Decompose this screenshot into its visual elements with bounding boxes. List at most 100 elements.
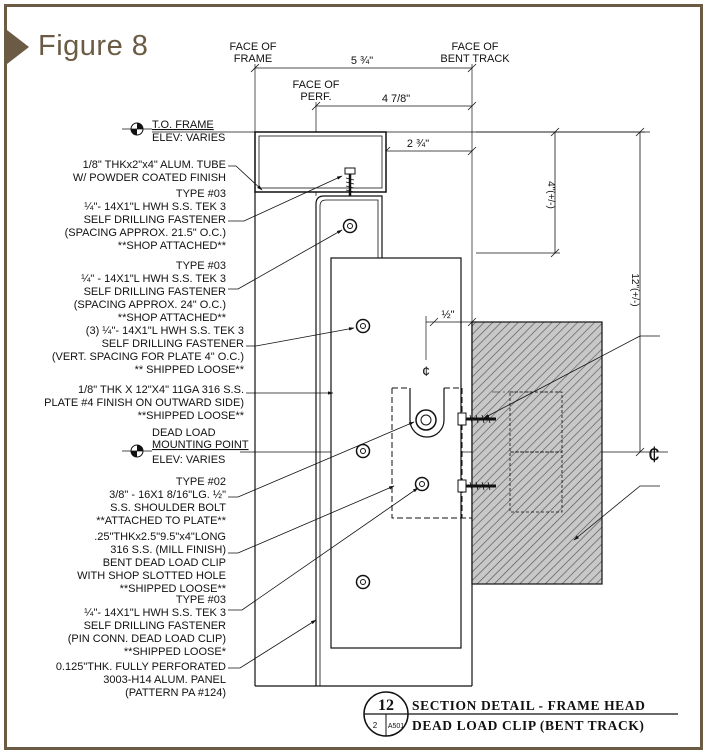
- note-8-line-3: SELF DRILLING FASTENER: [84, 620, 226, 632]
- centerline-symbol-bolt: ¢: [422, 363, 430, 379]
- note-2: TYPE #03 ¼"- 14X1"L HWH S.S. TEK 3 SELF …: [65, 188, 227, 252]
- to-frame-elevation-marker: [122, 122, 152, 136]
- fastener-3: [355, 443, 371, 459]
- note-6-line-1: TYPE #02: [176, 476, 226, 488]
- note-6: TYPE #02 3/8" - 16X1 8/16"LG. ½" S.S. SH…: [96, 476, 227, 527]
- figure-tab-marker: [7, 30, 29, 64]
- leader-lines: [228, 165, 660, 669]
- dimension-half-inch: [425, 316, 477, 360]
- face-of-frame-label-1: FACE OF: [229, 41, 276, 53]
- fastener-4: [355, 574, 371, 590]
- dimension-4-vertical: [476, 127, 560, 258]
- dimension-half-inch-text: ½": [441, 309, 454, 321]
- note-4-line-4: ** SHIPPED LOOSE**: [135, 364, 245, 376]
- leader-panel: [228, 619, 317, 669]
- horizontal-screws: [457, 412, 496, 493]
- note-6-line-2: 3/8" - 16X1 8/16"LG. ½": [109, 489, 226, 501]
- leader-screw-top: [228, 175, 343, 222]
- note-3-line-5: **SHOP ATTACHED**: [118, 312, 227, 324]
- note-7-line-1: .25"THKx2.5"9.5"x4"LONG: [94, 531, 226, 543]
- leader-tube: [228, 165, 263, 191]
- leader-horizontal-screw: [483, 335, 660, 419]
- note-4-line-3: (VERT. SPACING FOR PLATE 4" O.C.): [52, 351, 244, 363]
- tek-screw-top: [344, 167, 356, 196]
- dimension-2-3-4-text: 2 ¾": [407, 138, 429, 150]
- title-line-1: SECTION DETAIL - FRAME HEAD: [412, 698, 645, 713]
- note-2-line-4: (SPACING APPROX. 21.5" O.C.): [65, 227, 226, 239]
- dead-load-label-1: DEAD LOAD: [152, 427, 216, 439]
- note-5-line-2: PLATE #4 FINISH ON OUTWARD SIDE): [44, 397, 244, 409]
- leader-fasteners-3: [246, 327, 355, 347]
- dimension-12-vertical-text: 12"(+/-): [629, 273, 640, 306]
- note-1-line-1: 1/8" THKx2"x4" ALUM. TUBE: [83, 159, 226, 171]
- title-block: [363, 691, 678, 737]
- note-9-line-3: (PATTERN PA #124): [125, 687, 226, 699]
- dimension-4-vertical-text: 4"(+/-): [545, 181, 556, 209]
- leader-clip: [228, 485, 395, 554]
- aluminum-tube: [254, 131, 387, 193]
- note-4-line-2: SELF DRILLING FASTENER: [102, 338, 244, 350]
- note-3-line-4: (SPACING APPROX. 24" O.C.): [74, 299, 226, 311]
- dead-load-clip: [391, 387, 472, 519]
- title-line-2: DEAD LOAD CLIP (BENT TRACK): [412, 718, 644, 733]
- note-8-line-1: TYPE #03: [176, 594, 226, 606]
- note-2-line-5: **SHOP ATTACHED**: [118, 240, 227, 252]
- dead-load-elevation-marker: [122, 444, 152, 458]
- fastener-2: [355, 318, 371, 334]
- face-of-perf-label-1: FACE OF: [292, 79, 339, 91]
- note-3: TYPE #03 ¼" - 14X1"L HWH S.S. TEK 3 SELF…: [74, 260, 227, 324]
- note-3-line-2: ¼" - 14X1"L HWH S.S. TEK 3: [81, 273, 226, 285]
- mounting-plate: [330, 257, 462, 649]
- dimension-4-7-8-text: 4 7/8": [382, 93, 410, 105]
- note-6-line-4: **ATTACHED TO PLATE**: [96, 515, 227, 527]
- note-7-line-3: BENT DEAD LOAD CLIP: [103, 557, 226, 569]
- note-3-line-3: SELF DRILLING FASTENER: [84, 286, 226, 298]
- aluminum-tube-inner: [258, 135, 383, 189]
- dead-load-label-2: MOUNTING POINT: [152, 439, 249, 451]
- note-1-line-2: W/ POWDER COATED FINISH: [73, 172, 226, 184]
- note-3-line-1: TYPE #03: [176, 260, 226, 272]
- note-5: 1/8" THK X 12"X4" 11GA 316 S.S. PLATE #4…: [44, 384, 245, 422]
- note-6-line-3: S.S. SHOULDER BOLT: [110, 502, 226, 514]
- bent-track-block: [471, 321, 603, 585]
- note-5-line-3: **SHIPPED LOOSE**: [138, 410, 245, 422]
- title-block-sheet-ref: A501: [388, 723, 404, 730]
- dimension-12-vertical: [560, 127, 645, 457]
- face-of-perf-label-2: PERF.: [300, 91, 331, 103]
- note-9: 0.125"THK. FULLY PERFORATED 3003-H14 ALU…: [56, 661, 226, 699]
- note-5-line-1: 1/8" THK X 12"X4" 11GA 316 S.S.: [78, 384, 244, 396]
- note-9-line-2: 3003-H14 ALUM. PANEL: [103, 674, 226, 686]
- note-7-line-2: 316 S.S. (MILL FINISH): [110, 544, 226, 556]
- note-4: (3) ¼"- 14X1"L HWH S.S. TEK 3 SELF DRILL…: [52, 325, 245, 376]
- note-7-line-4: WITH SHOP SLOTTED HOLE: [77, 570, 226, 582]
- note-2-line-1: TYPE #03: [176, 188, 226, 200]
- face-of-frame-label-2: FRAME: [234, 53, 273, 65]
- title-block-number: 12: [378, 697, 394, 714]
- note-1: 1/8" THKx2"x4" ALUM. TUBE W/ POWDER COAT…: [73, 159, 226, 184]
- title-block-sheet-number: 2: [373, 721, 378, 730]
- fastener-5: [414, 476, 430, 492]
- to-frame-label: T.O. FRAME: [152, 119, 214, 131]
- centerline-symbol-right: ¢: [648, 442, 660, 467]
- note-2-line-2: ¼"- 14X1"L HWH S.S. TEK 3: [84, 201, 226, 213]
- dimension-5-3-4-text: 5 ¾": [351, 55, 373, 67]
- fastener-1: [342, 218, 358, 234]
- note-8-line-5: **SHIPPED LOOSE*: [124, 646, 227, 658]
- to-frame-elev-label: ELEV: VARIES: [152, 132, 225, 144]
- face-of-bent-track-label-1: FACE OF: [451, 41, 498, 53]
- note-2-line-3: SELF DRILLING FASTENER: [84, 214, 226, 226]
- perforated-panel: [315, 195, 383, 686]
- note-8-line-2: ¼"- 14X1"L HWH S.S. TEK 3: [84, 607, 226, 619]
- fastener-heads: [342, 218, 437, 590]
- face-of-bent-track-label-2: BENT TRACK: [440, 53, 510, 65]
- leader-shoulder-bolt: [228, 421, 415, 498]
- leader-fastener-1: [228, 229, 343, 290]
- note-7: .25"THKx2.5"9.5"x4"LONG 316 S.S. (MILL F…: [77, 531, 227, 595]
- note-9-line-1: 0.125"THK. FULLY PERFORATED: [56, 661, 226, 673]
- figure-title: Figure 8: [38, 30, 149, 62]
- shoulder-bolt: [415, 409, 437, 431]
- dead-load-elev-label: ELEV: VARIES: [152, 454, 225, 466]
- leader-pin-fastener: [228, 487, 419, 611]
- note-8-line-4: (PIN CONN. DEAD LOAD CLIP): [68, 633, 226, 645]
